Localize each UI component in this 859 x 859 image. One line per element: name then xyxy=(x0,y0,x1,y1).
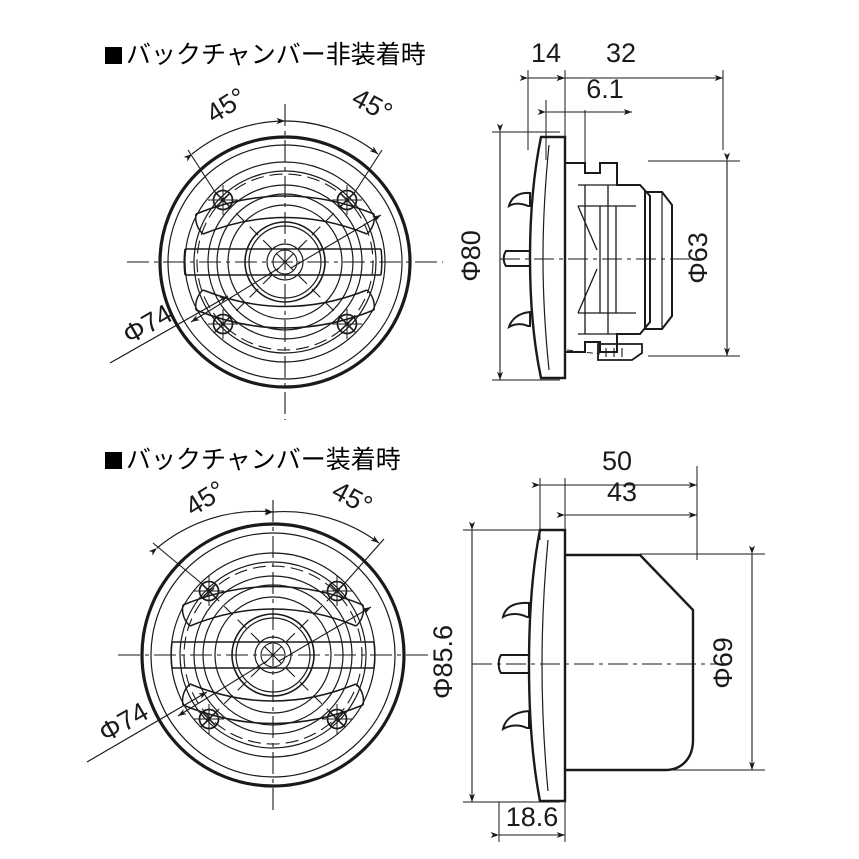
cone-ring-3 xyxy=(207,184,363,340)
dome-inner xyxy=(248,225,322,299)
grille-bar-horizontal xyxy=(172,641,374,669)
grille-bar-left-cap xyxy=(170,641,173,669)
angle-arc-left xyxy=(148,508,274,556)
angle-label-left: 45° xyxy=(201,82,252,129)
mount-clip-bottom xyxy=(501,709,530,731)
grille-lower-right-cap xyxy=(366,289,376,311)
grille-upper-left-cap xyxy=(194,213,204,235)
flange-inner-line xyxy=(542,144,550,371)
mount-clip-bottom xyxy=(507,310,531,330)
grille-bar-upper-2 xyxy=(202,216,368,235)
angle-label-right: 45° xyxy=(347,82,397,128)
flange-plate xyxy=(528,135,567,380)
dim-label-phi63: Φ63 xyxy=(683,232,713,284)
dim-label-32: 32 xyxy=(606,38,636,68)
dome-inner xyxy=(235,617,311,693)
grille-bar-right-cap xyxy=(380,248,383,276)
hole-centermarks xyxy=(194,576,352,734)
section-title-with-chamber: バックチャンバー装着時 xyxy=(105,440,401,476)
dome-cap xyxy=(272,249,298,275)
phi69-ext-lines xyxy=(640,553,765,771)
cone-ring-4 xyxy=(216,193,354,331)
dim-label-14: 14 xyxy=(531,38,561,68)
angle-extension-lines xyxy=(152,538,385,584)
angle-label-right: 45° xyxy=(327,475,377,521)
side-view-without-chamber: 14 32 6.1 Φ80 Φ63 xyxy=(456,38,740,381)
square-bullet-icon xyxy=(105,47,122,64)
flange-plate xyxy=(527,528,567,803)
grille-bar-upper-2 xyxy=(189,608,357,627)
section-title-without-chamber: バックチャンバー非装着時 xyxy=(105,35,426,71)
dim-extension-lines xyxy=(527,70,724,165)
dome-outer xyxy=(244,221,326,303)
grille-upper-left-cap xyxy=(181,604,191,627)
mount-clip-top xyxy=(507,191,531,209)
cone-ring-4 xyxy=(202,584,344,726)
dim-label-phi80: Φ80 xyxy=(456,230,486,282)
phi74-leader xyxy=(86,691,208,763)
cone-ring-2 xyxy=(193,170,377,354)
mount-clip-middle xyxy=(497,654,530,674)
dim-label-18-6: 18.6 xyxy=(506,802,559,832)
dome-center xyxy=(254,636,292,674)
grille-bar-horizontal xyxy=(185,248,381,276)
bolt-circle xyxy=(183,565,363,745)
grille-bar-lower-1 xyxy=(182,704,364,725)
terminal-pins xyxy=(605,348,623,357)
dome-outer xyxy=(231,613,315,697)
grille-lower-left-cap xyxy=(181,683,191,706)
cone-ring-5 xyxy=(214,596,332,714)
dome-center xyxy=(266,243,304,281)
square-bullet-icon xyxy=(105,452,122,469)
grille-lower-left-cap xyxy=(194,289,204,311)
angle-arc-right xyxy=(276,117,379,155)
flange-inner-line xyxy=(541,539,549,792)
mount-clip-middle xyxy=(502,250,531,267)
dim-label-6-1: 6.1 xyxy=(586,74,624,104)
dim-label-50: 50 xyxy=(602,446,632,476)
section-title-text: バックチャンバー非装着時 xyxy=(126,40,426,69)
angle-arc-right xyxy=(264,509,380,544)
grille-bar-upper-1 xyxy=(182,585,364,606)
cone-ring-3 xyxy=(193,575,353,735)
dim-label-43: 43 xyxy=(607,477,637,507)
frame-detail xyxy=(577,184,640,335)
grille-lower-right-cap xyxy=(355,683,365,706)
dim-label-phi69: Φ69 xyxy=(708,637,738,689)
dome-cap xyxy=(260,642,286,668)
back-chamber-body xyxy=(565,553,695,772)
grille-bar-lower-2 xyxy=(189,683,357,702)
hole-centermarks xyxy=(208,185,362,339)
bolt-circle xyxy=(196,173,374,351)
diagonal-spokes xyxy=(200,582,346,728)
front-view-without-chamber: 45° 45° Φ74 xyxy=(109,82,443,420)
angle-extension-lines xyxy=(187,149,383,193)
cone-ring-2 xyxy=(179,561,367,749)
spoke-leaders xyxy=(177,606,372,717)
cone-ring-5 xyxy=(227,204,343,320)
side-view-with-chamber: 50 43 Φ85.6 Φ69 xyxy=(428,446,765,842)
cone-ring-1 xyxy=(184,161,386,363)
spoke-leaders xyxy=(190,214,382,323)
dim-label-phi856: Φ85.6 xyxy=(428,625,458,699)
terminal-leader xyxy=(566,349,601,355)
front-view-with-chamber: 45° 45° Φ74 xyxy=(86,475,432,815)
section-title-text: バックチャンバー装着時 xyxy=(126,445,401,474)
mount-clip-top xyxy=(501,601,530,619)
grille-upper-right-cap xyxy=(355,604,365,627)
grille-bar-left-cap xyxy=(183,248,186,276)
phi74-leader xyxy=(109,295,229,364)
grille-bar-right-cap xyxy=(373,641,376,669)
terminal-block xyxy=(597,343,643,361)
phi80-ext-lines xyxy=(492,131,560,381)
angle-arc-left xyxy=(183,118,286,162)
